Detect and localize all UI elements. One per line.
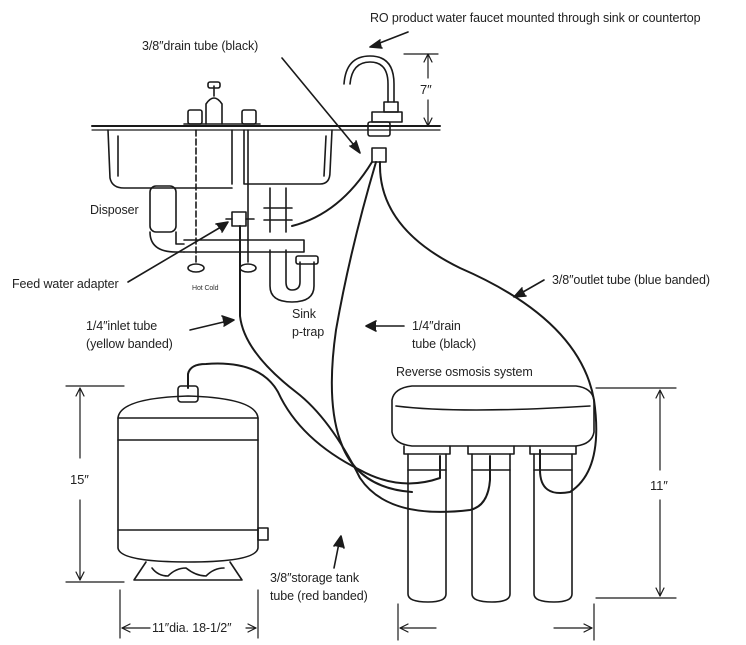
supply-lines: [187, 129, 257, 273]
drain-tube-lower-label-line1: 1/4″drain: [412, 319, 461, 333]
ro-faucet: [343, 55, 403, 163]
system-height-label: 11″: [650, 478, 668, 493]
inlet-tube-label-line1: 1/4″inlet tube: [86, 319, 157, 333]
faucet-height-dimension: [403, 53, 439, 127]
sink-p-trap: [183, 187, 319, 303]
storage-tank: [117, 385, 269, 581]
ro-system-label: Reverse osmosis system: [396, 365, 533, 379]
sink-ptrap-label-line1: Sink: [292, 307, 317, 321]
tank-dimensions: [65, 385, 259, 639]
sink-ptrap-label-line2: p-trap: [292, 325, 324, 339]
drain-tube-lower-label-line2: tube (black): [412, 337, 476, 351]
ro-dimensions: [397, 387, 677, 641]
faucet-label: RO product water faucet mounted through …: [370, 11, 701, 25]
countertop: [91, 125, 441, 131]
inlet-tube-label-line2: (yellow banded): [86, 337, 173, 351]
feed-water-adapter-label: Feed water adapter: [12, 277, 119, 291]
drain-tube: [291, 161, 413, 493]
tank-diameter-label: 11″dia. 18-1/2″: [152, 621, 232, 635]
feed-water-adapter: [225, 211, 255, 227]
inlet-tube: [239, 225, 491, 513]
sink-faucet: [183, 81, 261, 125]
callout-arrows: [127, 31, 545, 569]
hot-cold-label: Hot Cold: [192, 285, 219, 292]
outlet-tube: [378, 161, 598, 494]
storage-tube-label-line2: tube (red banded): [270, 589, 368, 603]
reverse-osmosis-unit: [391, 385, 595, 603]
storage-tube-label-line1: 3/8″storage tank: [270, 571, 360, 585]
storage-tank-tube: [187, 362, 441, 485]
tank-height-label: 15″: [70, 472, 89, 487]
outlet-tube-label: 3/8″outlet tube (blue banded): [552, 273, 710, 287]
drain-tube-top-label: 3/8″drain tube (black): [142, 39, 258, 53]
disposer: [149, 185, 185, 253]
faucet-height-label: 7″: [420, 82, 432, 97]
sink-basin: [107, 129, 333, 189]
disposer-label: Disposer: [90, 203, 139, 217]
